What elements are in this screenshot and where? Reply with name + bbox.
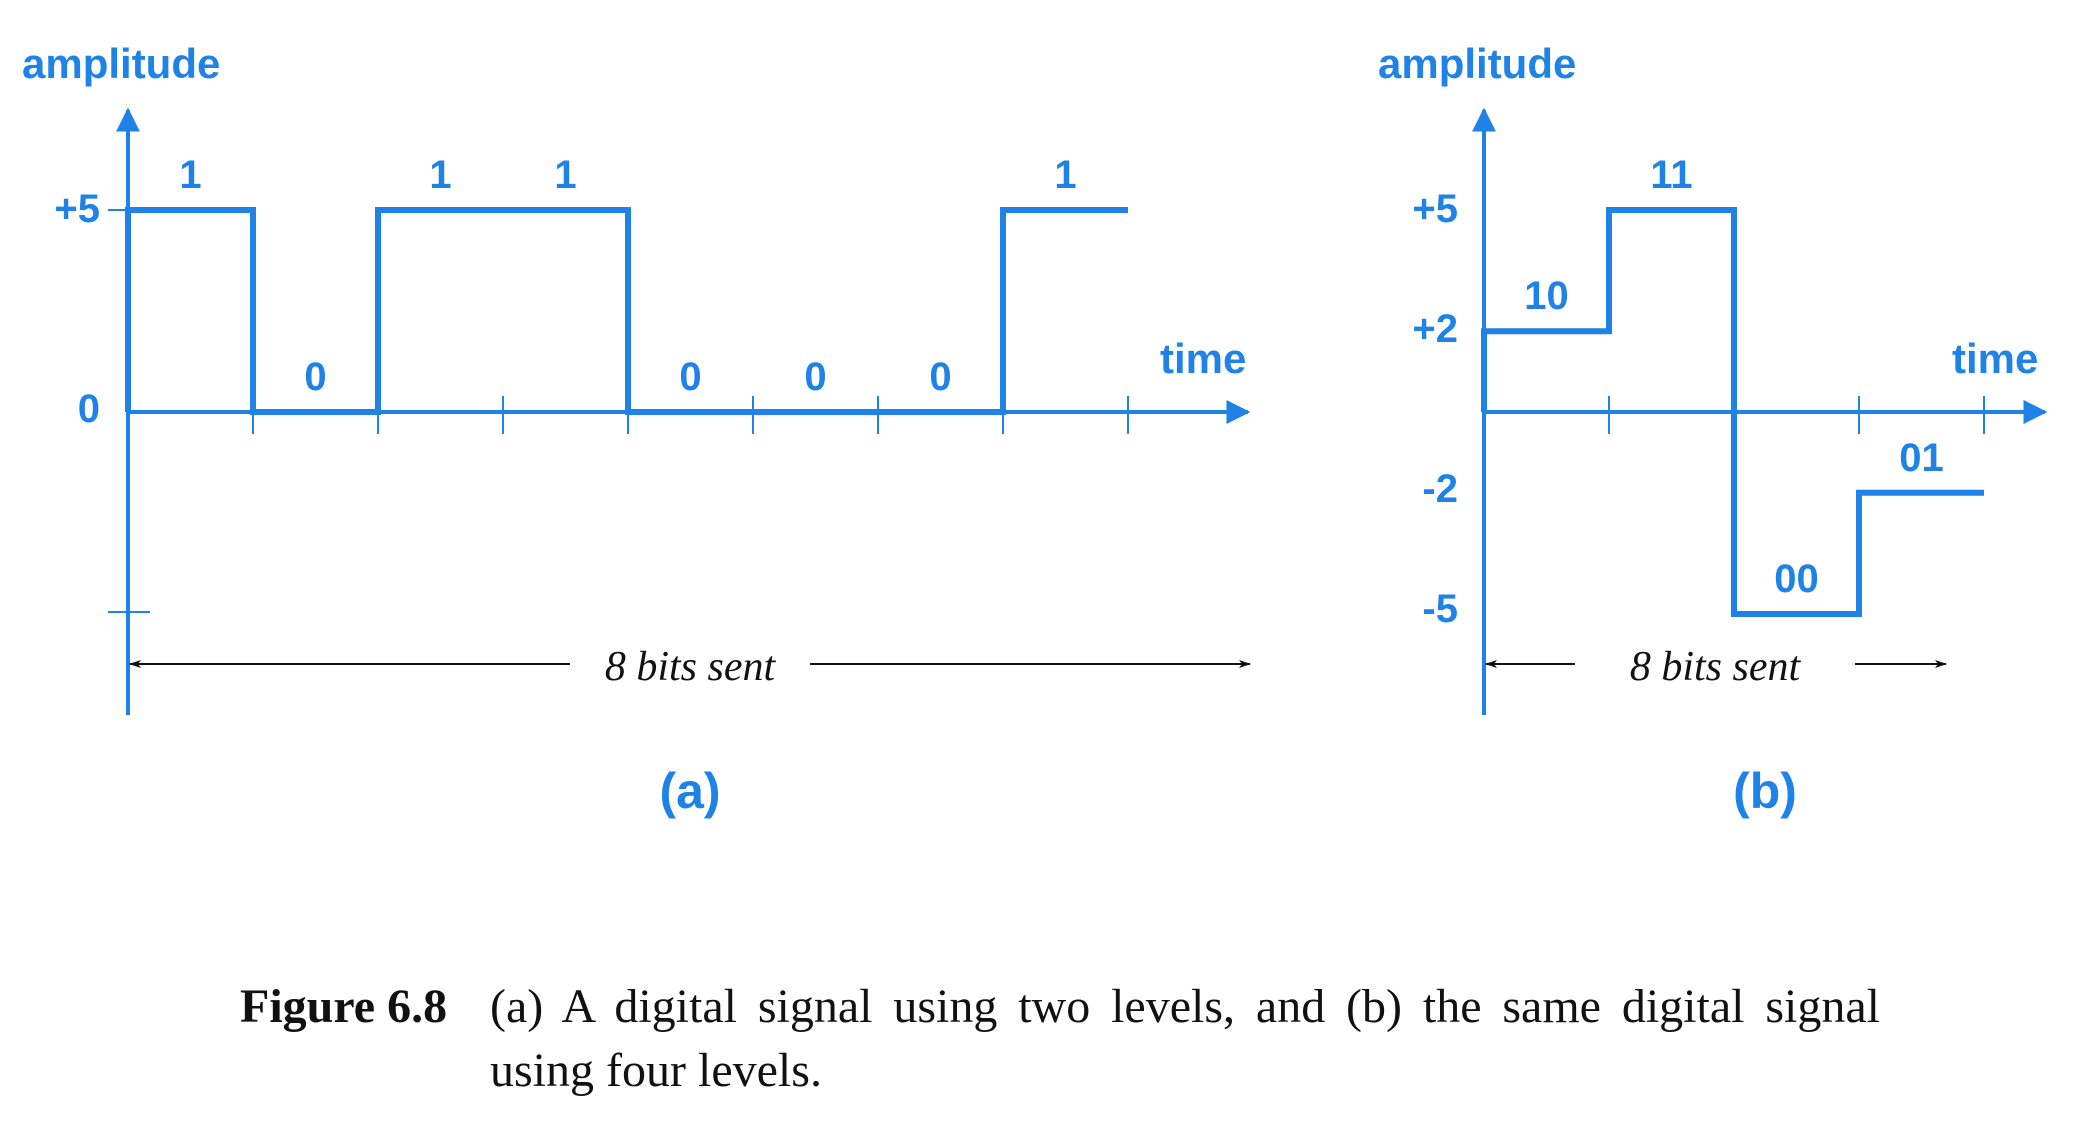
panel-b-x-ticks [1608, 396, 1985, 434]
panel-a-bit-label: 1 [554, 153, 576, 197]
panel-a-tick-label-zero: 0 [78, 387, 100, 431]
panel-b-tick-label-minus5: -5 [1422, 587, 1458, 631]
panel-a-label: (a) [659, 763, 720, 819]
panel-b-symbol-label: 00 [1774, 557, 1819, 601]
panel-a-tick-label-plus5: +5 [54, 187, 100, 231]
panel-b-symbol-labels: 10 11 00 01 [1524, 153, 1944, 601]
panel-b-tick-label-plus5: +5 [1412, 187, 1458, 231]
panel-b-symbol-label: 11 [1650, 153, 1692, 197]
panel-a-bit-label: 1 [1054, 153, 1076, 197]
figure-caption-label: Figure 6.8 [240, 980, 448, 1033]
panel-a-bits-sent-label: 8 bits sent [605, 644, 777, 690]
panel-b-label: (b) [1733, 763, 1797, 819]
panel-a-signal-line [125, 207, 1128, 415]
panel-a-bit-label: 1 [429, 153, 451, 197]
panel-b-x-axis-label: time [1952, 335, 2038, 382]
panel-b-tick-label-minus2: -2 [1422, 467, 1458, 511]
figure-caption-text: (a) A digital signal using two levels, a… [490, 980, 1880, 1097]
panel-a-x-axis-label: time [1160, 335, 1246, 382]
panel-b-y-axis-label: amplitude [1378, 40, 1576, 87]
panel-a-bit-labels: 1 0 1 1 0 0 0 1 [179, 153, 1076, 399]
figure-caption: Figure 6.8 (a) A digital signal using tw… [240, 975, 1880, 1103]
panel-b-symbol-label: 01 [1899, 436, 1944, 480]
panel-b-signal-line [1481, 207, 1984, 617]
panel-b-tick-label-plus2: +2 [1412, 307, 1458, 351]
panel-b: amplitude time +5 +2 -2 -5 10 11 00 01 8 bi… [1378, 40, 2048, 819]
panel-a-bit-label: 1 [179, 153, 201, 197]
panel-a-bit-label: 0 [679, 355, 701, 399]
panel-a: amplitude time +5 0 1 0 1 1 0 0 0 1 8 bits sent… [22, 40, 1251, 819]
panel-a-bit-label: 0 [929, 355, 951, 399]
panel-a-y-axis-label: amplitude [22, 40, 220, 87]
panel-a-bit-label: 0 [304, 355, 326, 399]
panel-a-bit-label: 0 [804, 355, 826, 399]
panel-b-bits-sent-label: 8 bits sent [1630, 644, 1802, 690]
panel-b-symbol-label: 10 [1524, 274, 1569, 318]
